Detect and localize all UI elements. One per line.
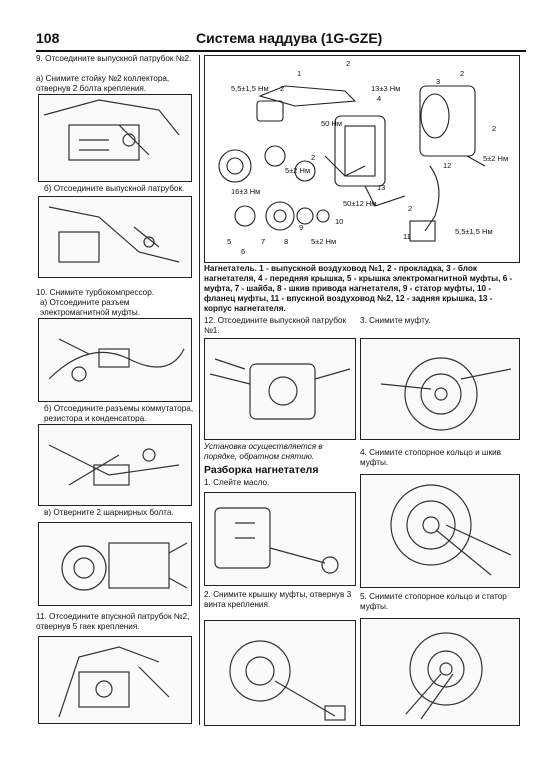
diag-torque-5: 5±2 Нм [483, 154, 508, 163]
figure-drain-oil [204, 492, 356, 586]
step-10b-text: б) Отсоедините разъемы коммутатора, рези… [44, 404, 194, 423]
step-9-text: 9. Отсоедините выпускной патрубок №2. [36, 54, 192, 63]
step-10c-text: в) Отверните 2 шарнирных болта. [44, 508, 174, 517]
diag-label-12: 12 [443, 161, 451, 170]
diag-label-2a: 2 [280, 84, 284, 93]
diag-label-9: 9 [299, 223, 303, 232]
figure-outlet-pipe-1 [204, 338, 356, 440]
diag-label-1: 1 [297, 69, 301, 78]
disassembly-step-1: 1. Слейте масло. [204, 478, 270, 487]
diag-label-2b: 2 [346, 59, 350, 68]
supercharger-exploded-diagram: 1 2 2 2 2 2 2 3 4 5 6 7 8 9 10 11 12 13 … [204, 55, 520, 263]
step-10a-text: а) Отсоедините разъем электромагнитной м… [40, 298, 140, 317]
diag-torque-3: 50 Нм [321, 119, 342, 128]
step-9a-text: а) Снимите стойку №2 коллектора, отверну… [36, 74, 170, 93]
figure-snap-ring-pulley [360, 474, 520, 588]
diag-label-6: 6 [241, 247, 245, 256]
step-11-text: 11. Отсоедините впускной патрубок №2, от… [36, 612, 190, 631]
diag-torque-7: 50±12 Нм [343, 199, 376, 208]
diag-label-2e: 2 [311, 153, 315, 162]
disassembly-step-4: 4. Снимите стопорное кольцо и шкив муфты… [360, 448, 501, 467]
diag-label-8: 8 [284, 237, 288, 246]
diag-label-7: 7 [261, 237, 265, 246]
figure-clutch-stator [360, 618, 520, 726]
diag-label-2d: 2 [492, 124, 496, 133]
page-header: 108 Система наддува (1G-GZE) [36, 30, 526, 52]
section-heading-disassembly: Разборка нагнетателя [204, 464, 319, 476]
diag-torque-1: 5,5±1,5 Нм [231, 84, 269, 93]
diag-label-11: 11 [403, 232, 411, 241]
diagram-caption: Нагнетатель. 1 - выпускной воздуховод №1… [204, 264, 513, 313]
diag-torque-8: 5±2 Нм [311, 237, 336, 246]
disassembly-step-2: 2. Снимите крышку муфты, отвернув 3 винт… [204, 590, 352, 609]
diag-label-13: 13 [377, 183, 385, 192]
diag-label-2f: 2 [408, 204, 412, 213]
diag-label-3: 3 [436, 77, 440, 86]
disassembly-step-5: 5. Снимите стопорное кольцо и статор муф… [360, 592, 507, 611]
figure-clutch-cover [204, 620, 356, 726]
installation-note: Установка осуществляется в порядке, обра… [204, 442, 323, 461]
diag-label-10: 10 [335, 217, 343, 226]
figure-remove-clutch [360, 338, 520, 440]
page-title: Система наддува (1G-GZE) [196, 30, 383, 46]
figure-clutch-connector [38, 318, 192, 402]
step-9b-text: б) Отсоедините выпускной патрубок. [44, 184, 185, 193]
diag-torque-9: 5,5±1,5 Нм [455, 227, 493, 236]
step-10-text: 10. Снимите турбокомпрессор. [36, 288, 155, 297]
disassembly-step-3: 3. Снимите муфту. [360, 316, 431, 325]
step-12-text: 12. Отсоедините выпускной патрубок №1. [204, 316, 347, 335]
figure-inlet-pipe [38, 636, 192, 724]
column-divider [199, 55, 200, 725]
figure-outlet-pipe [38, 196, 192, 278]
figure-union-bolts [38, 522, 192, 606]
diag-label-4: 4 [377, 94, 381, 103]
diag-label-5: 5 [227, 237, 231, 246]
figure-switch-connectors [38, 424, 192, 506]
diag-torque-6: 16±3 Нм [231, 187, 260, 196]
page-number: 108 [36, 30, 60, 46]
diag-torque-4: 5±2 Нм [285, 166, 310, 175]
figure-manifold-stay [38, 94, 192, 182]
diag-label-2c: 2 [460, 69, 464, 78]
diag-torque-2: 13±3 Нм [371, 84, 400, 93]
